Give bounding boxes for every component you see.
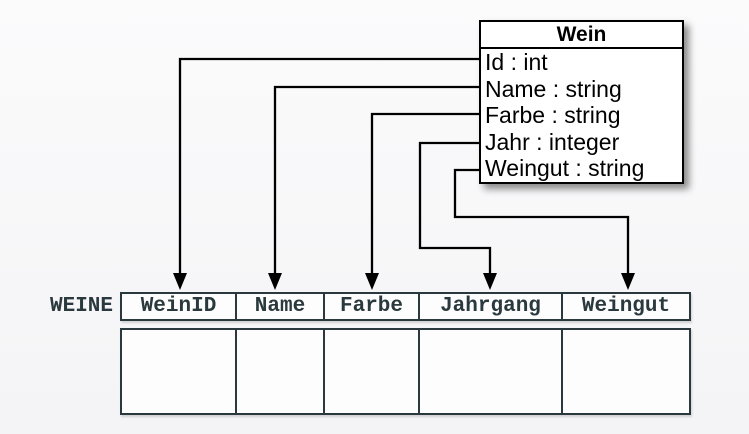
class-attribute-jahr: Jahr : integer [485, 128, 620, 155]
table-body-cell [235, 330, 323, 413]
arrowhead-weingut-icon [621, 273, 635, 290]
table-body-cell [122, 330, 235, 413]
arrowhead-jahrgang-icon [483, 273, 497, 290]
class-attribute-name: Name : string [485, 75, 622, 102]
table-header-row: WeinID Name Farbe Jahrgang Weingut [120, 292, 691, 321]
connector-weingut-to-weingut [453, 168, 630, 274]
connector-jahr-to-jahrgang [418, 141, 492, 274]
table-body-cell [561, 330, 689, 413]
table-body-row [120, 328, 691, 415]
column-header-jahrgang: Jahrgang [418, 294, 561, 319]
arrowhead-weinid-icon [173, 273, 187, 290]
arrowhead-name-icon [268, 273, 282, 290]
column-header-weingut: Weingut [561, 294, 689, 319]
connector-farbe-to-farbe [370, 112, 481, 274]
column-header-farbe: Farbe [323, 294, 418, 319]
class-box-title: Wein [481, 22, 682, 49]
arrowhead-farbe-icon [365, 273, 379, 290]
column-header-name: Name [235, 294, 323, 319]
class-attribute-farbe: Farbe : string [485, 102, 621, 129]
table-body-cell [418, 330, 561, 413]
connector-id-to-weinid [178, 57, 481, 274]
column-header-weinid: WeinID [140, 295, 217, 318]
class-attribute-id: Id : int [485, 49, 548, 75]
table-body-cell [323, 330, 418, 413]
class-attribute-weingut: Weingut : string [485, 155, 645, 182]
table-name-label: WEINE [49, 294, 113, 318]
class-box-wein: Wein Id : int Name : string Farbe : stri… [479, 20, 684, 184]
connector-name-to-name [273, 85, 481, 274]
